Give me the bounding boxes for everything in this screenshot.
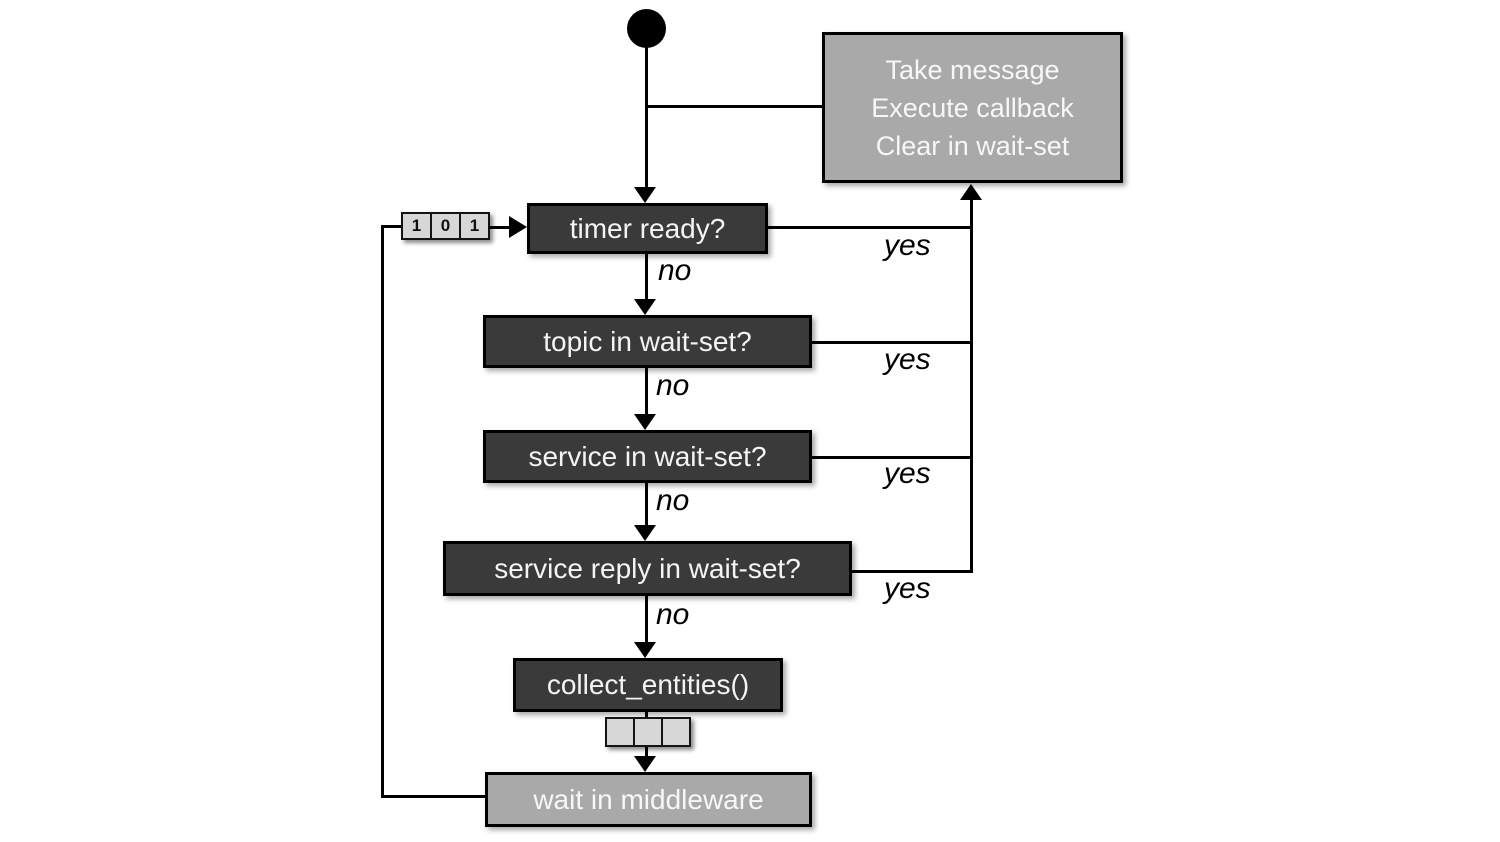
waitset-cell-3: 1 — [459, 212, 490, 240]
arrowhead-cells-to-timer — [509, 216, 527, 238]
loop-line-vertical-segment — [381, 225, 384, 798]
decision-box-service-reply-in-waitset: service reply in wait-set? — [443, 541, 852, 596]
decision-box-service-label: service in wait-set? — [528, 440, 767, 472]
edge-service-no-line — [645, 483, 648, 527]
arrowhead-into-service — [634, 414, 656, 430]
edge-yes-trunk-line — [970, 198, 973, 573]
edge-label-topic-no: no — [656, 369, 690, 402]
action-line-3: Clear in wait-set — [875, 130, 1070, 161]
edge-topic-no-line — [645, 368, 648, 416]
edge-topic-yes-line — [812, 341, 972, 344]
waitset-cells-icon: 1 0 1 — [401, 212, 490, 240]
start-node-circle — [627, 9, 666, 48]
edge-start-to-action-line — [645, 105, 825, 108]
edge-label-service-reply-no: no — [656, 598, 690, 631]
process-box-collect-entities-label: collect_entities() — [546, 669, 750, 700]
arrowhead-into-action-box — [960, 184, 982, 200]
edge-label-service-yes: yes — [884, 457, 931, 490]
edge-cells-to-timer-line — [488, 226, 510, 229]
action-box-take-message: Take message Execute callback Clear in w… — [822, 32, 1123, 183]
loop-line-top-segment — [381, 225, 403, 228]
arrowhead-into-wait — [634, 756, 656, 772]
decision-box-topic-label: topic in wait-set? — [543, 325, 752, 357]
edge-service-reply-yes-line — [852, 570, 972, 573]
action-line-2: Execute callback — [871, 92, 1074, 123]
edge-collect-to-cells-line — [645, 712, 648, 720]
waitset-cell-1: 1 — [401, 212, 432, 240]
decision-box-topic-in-waitset: topic in wait-set? — [483, 315, 812, 368]
decision-box-service-in-waitset: service in wait-set? — [483, 430, 812, 483]
loop-line-bottom-segment — [381, 795, 487, 798]
edge-cells-to-wait-line — [645, 747, 648, 758]
edge-label-timer-yes: yes — [884, 229, 931, 262]
empty-waitset-cell-2 — [633, 717, 663, 747]
edge-timer-yes-line — [768, 226, 972, 229]
edge-label-timer-no: no — [658, 254, 692, 287]
edge-label-service-reply-yes: yes — [884, 572, 931, 605]
decision-box-service-reply-label: service reply in wait-set? — [494, 552, 801, 584]
action-line-1: Take message — [885, 54, 1060, 85]
process-box-collect-entities: collect_entities() — [513, 658, 783, 712]
action-box-wait-label: wait in middleware — [533, 783, 764, 815]
edge-service-reply-no-line — [645, 596, 648, 644]
waitset-cell-2: 0 — [430, 212, 461, 240]
edge-service-yes-line — [812, 456, 972, 459]
empty-waitset-cell-1 — [605, 717, 635, 747]
empty-waitset-cells-icon — [605, 717, 691, 747]
arrowhead-into-collect — [634, 642, 656, 658]
empty-waitset-cell-3 — [661, 717, 691, 747]
edge-label-service-no: no — [656, 484, 690, 517]
arrowhead-into-service-reply — [634, 525, 656, 541]
decision-box-timer-ready-label: timer ready? — [569, 212, 726, 244]
action-box-text: Take message Execute callback Clear in w… — [871, 51, 1074, 165]
edge-label-topic-yes: yes — [884, 343, 931, 376]
decision-box-timer-ready: timer ready? — [527, 203, 768, 254]
arrowhead-into-timer — [634, 187, 656, 203]
arrowhead-into-topic — [634, 299, 656, 315]
edge-start-to-timer-line — [645, 46, 648, 188]
edge-timer-no-line — [645, 254, 648, 301]
action-box-wait-in-middleware: wait in middleware — [485, 772, 812, 827]
